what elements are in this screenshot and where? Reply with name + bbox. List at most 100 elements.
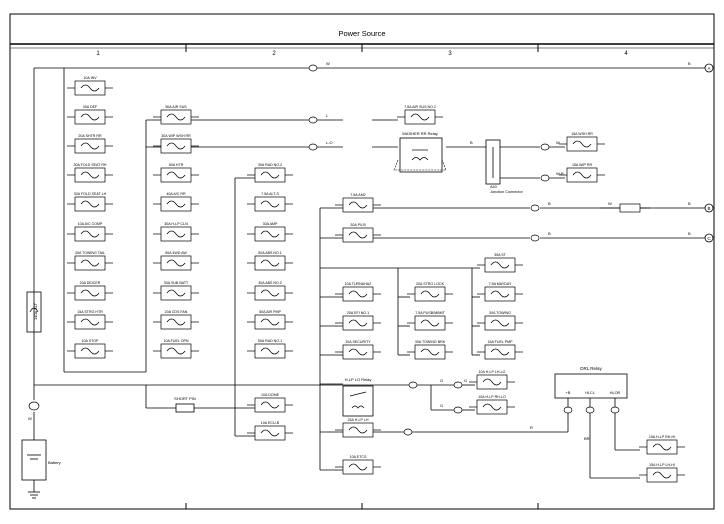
fuse-label: 50A ABS NO.1	[258, 251, 282, 255]
fuse-accomp: 10A A/C COMP	[67, 222, 113, 242]
fuse-pi: 30A P/I-B	[335, 223, 381, 243]
fuse-wshrr: 15A WSH RR	[559, 132, 605, 152]
battery-label: Battery	[48, 460, 61, 465]
fuse-label: 30A H-LP CLN	[164, 222, 188, 226]
fuse-label: 10A H-LP LH-LO	[479, 370, 506, 374]
fuse-mayday: 7.5A MAYDAY	[477, 282, 523, 302]
fuse-fuelpmp: 15A FUEL PMP	[477, 340, 523, 360]
hlp-lo-relay	[342, 385, 374, 417]
fuse-st: 30A ST	[477, 253, 523, 273]
fuse-alts: 7.5A ALT-S	[247, 192, 293, 212]
fuse-security: 10A SECURITY	[335, 340, 381, 360]
fuse-fuelopn: 10A FUEL OPN	[153, 339, 199, 359]
fuse-amp: 30A AMP	[247, 222, 293, 242]
fuse-hlplhhi: 15A H-LP LH-HI	[639, 463, 685, 483]
offpage-connectors	[704, 63, 714, 243]
fuse-foldlh: 30A FOLD SEAT LH	[67, 192, 113, 212]
offpage-b: B	[707, 206, 710, 211]
fuse-hlpcln: 30A H-LP CLN	[153, 222, 199, 242]
offpage-a: A	[707, 66, 710, 71]
fuse-label: 25A H-LP LH	[348, 418, 369, 422]
drl-relay	[554, 373, 628, 399]
connector-markers	[28, 64, 620, 436]
fuse-label: 10A ETCS	[350, 455, 367, 459]
fuse-element	[80, 84, 100, 92]
fuse-element	[260, 171, 280, 179]
fuse-label: 30A FOLD SEAT RH	[73, 163, 106, 167]
wire-color-g-3: G	[440, 403, 443, 408]
fuse-inv: 10A INV	[67, 76, 113, 96]
bus-wires	[33, 67, 705, 479]
wire-color-l: L	[326, 113, 329, 118]
fuse-element	[490, 348, 510, 356]
fuse-label: 30A TOWING BRK	[415, 340, 446, 344]
fuse-label: 30A ABS NO.2	[258, 281, 282, 285]
short-pin	[175, 403, 195, 413]
fuse-label: 10A TURN&HAZ	[345, 282, 372, 286]
fuse-element	[260, 347, 280, 355]
fuse-towing: 30A TOWING	[477, 311, 523, 331]
fuse-element	[80, 171, 100, 179]
fuse-label: 10A DOME	[261, 393, 280, 397]
wire-color-r: R	[530, 425, 533, 430]
fuse-element	[166, 259, 186, 267]
fuse-dome: 10A DOME	[247, 393, 293, 413]
fuse-label: 7.5A AIR SUS NO.2	[404, 105, 436, 109]
fuse-element	[260, 289, 280, 297]
fuse-airpmp: 50A AIR PMP	[247, 310, 293, 330]
fuse-shtrrr: 20A SHTR RR	[67, 134, 113, 154]
wire-color-b-5: B	[548, 231, 551, 236]
fuse-foldrh: 30A FOLD SEAT RH	[67, 163, 113, 183]
inline-fuse-small	[619, 203, 641, 213]
fuse-label: 20A DEICER	[80, 281, 101, 285]
wire-color-b-6: B	[688, 231, 691, 236]
column-number-2: 2	[272, 51, 276, 57]
wire-color-g-2: G	[464, 378, 467, 383]
offpage-c: C	[707, 236, 711, 241]
junction-connector-id: A40	[490, 185, 497, 189]
fuse-stop: 10A STOP	[67, 339, 113, 359]
fuse-label: 30A AMP	[263, 222, 278, 226]
drl-pin-b: +B	[566, 391, 571, 395]
fuse-label: 30A ST	[494, 253, 507, 257]
fuse-airsus2: 7.5A AIR SUS NO.2	[397, 105, 443, 125]
fuse-label: 20A SHTR RR	[78, 134, 102, 138]
fuse-turnhaz: 10A TURN&HAZ	[335, 282, 381, 302]
fuse-label: 30A WIP WSH RR	[161, 134, 191, 138]
fuse-element	[420, 348, 440, 356]
fuse-element	[348, 426, 368, 434]
fuse-element	[166, 289, 186, 297]
fuse-element	[490, 261, 510, 269]
main-fusible-link	[26, 291, 42, 333]
fuse-htr: 50A HTR	[153, 163, 199, 183]
drl-relay-label: DRL Relay	[580, 366, 602, 371]
fuse-label: 30A SUB BATT	[164, 281, 189, 285]
fuse-label: 7.5A ALT-S	[261, 192, 279, 196]
fuse-element	[572, 171, 592, 179]
main-fuse-label: 140A ALT	[33, 302, 38, 320]
fuse-element	[260, 401, 280, 409]
fuse-am2: 7.5A AM2	[335, 193, 381, 213]
fuse-rad2: 30A RAD NO.2	[247, 163, 293, 183]
fuse-towtail: 30A TOWING TAIL	[67, 251, 113, 271]
fuse-acsrr: 40A A/C RR	[153, 192, 199, 212]
wire-color-br: BR	[584, 436, 590, 441]
wire-color-wb: W-B	[556, 171, 564, 176]
fuse-element	[652, 471, 672, 479]
washer-rr-relay	[393, 137, 447, 173]
fuse-element	[166, 200, 186, 208]
fuse-label: 10A INV	[83, 76, 97, 80]
fuse-wipss: 15A WIP RR	[559, 163, 605, 183]
fuse-label: 10A A/C COMP	[78, 222, 103, 226]
fuse-label: 10A STOP	[82, 339, 100, 343]
fuse-element	[420, 290, 440, 298]
junction-connector-label: Junction Connector	[490, 190, 523, 194]
fuse-element	[482, 378, 502, 386]
fuse-label: 30A FOLD SEAT LH	[74, 192, 107, 196]
fuse-label: 40A A/C RR	[166, 192, 186, 196]
fuse-etcs: 10A ETCS	[335, 455, 381, 475]
wire-color-w-3: W	[608, 201, 612, 206]
column-number-1: 1	[96, 51, 100, 57]
wire-color-b-1: B	[688, 61, 691, 66]
